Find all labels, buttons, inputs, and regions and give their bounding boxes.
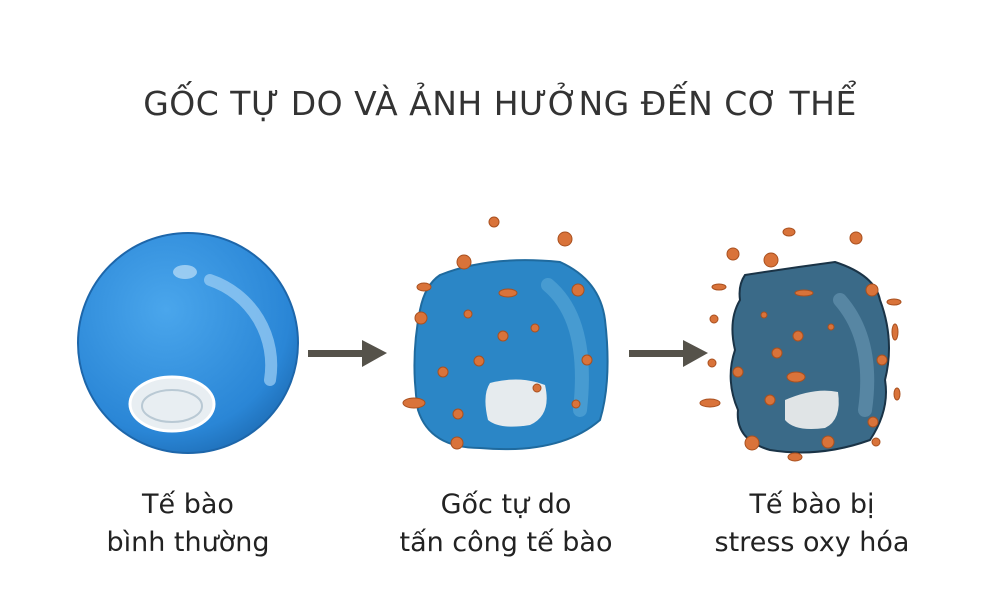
label-line: Gốc tự do <box>440 489 572 520</box>
attacked-cell <box>413 259 609 451</box>
stage-label-stressed: Tế bào bị stress oxy hóa <box>662 486 962 562</box>
healthy-cell <box>77 232 299 454</box>
label-line: stress oxy hóa <box>714 527 910 558</box>
label-line: Tế bào <box>142 489 234 520</box>
stage-label-attacked: Gốc tự do tấn công tế bào <box>356 486 656 562</box>
diagram-title: GỐC TỰ DO VÀ ẢNH HƯỞNG ĐẾN CƠ THỂ <box>143 84 857 123</box>
arrow-icon <box>308 340 387 367</box>
label-line: Tế bào bị <box>749 489 875 520</box>
free-radicals <box>699 227 902 462</box>
label-line: bình thường <box>106 527 270 558</box>
label-line: tấn công tế bào <box>399 527 613 558</box>
stage-label-healthy: Tế bào bình thường <box>38 486 338 562</box>
arrow-icon <box>629 340 708 367</box>
free-radicals <box>402 216 593 450</box>
